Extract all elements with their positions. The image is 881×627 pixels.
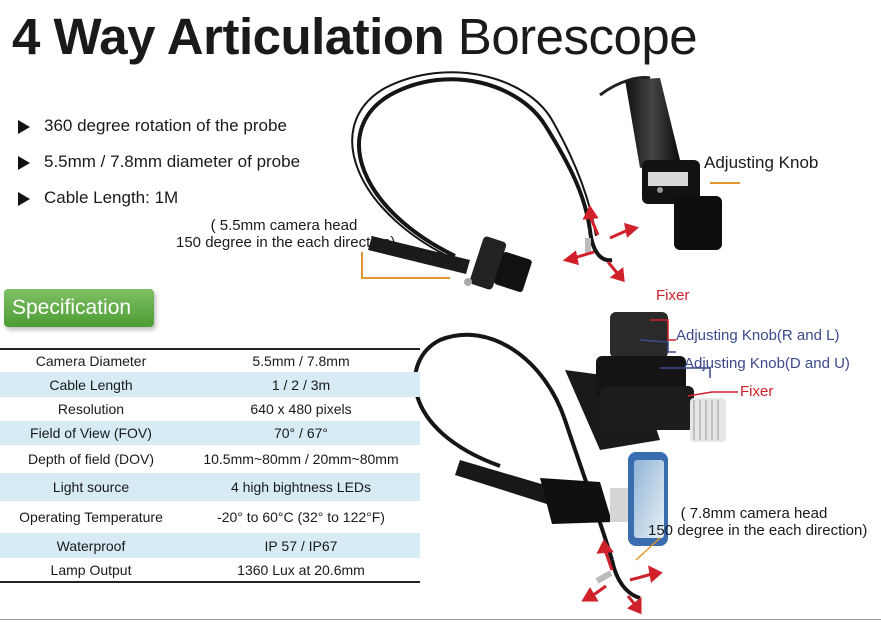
table-row: Depth of field (DOV)10.5mm~80mm / 20mm~8… — [27, 451, 399, 467]
caption-7-8mm: ( 7.8mm camera head 150 degree in the ea… — [648, 505, 868, 539]
bottom-handle — [455, 452, 668, 546]
table-row: Field of View (FOV)70° / 67° — [0, 421, 420, 445]
bottom-cable — [413, 332, 614, 561]
caption-5-5mm: ( 5.5mm camera head 150 degree in the ea… — [176, 217, 396, 251]
label-fixer-top: Fixer — [656, 287, 690, 304]
bottom-tip — [595, 559, 641, 600]
specification-heading: Specification — [4, 289, 154, 327]
table-row: Operating Temperature-20° to 60°C (32° t… — [19, 509, 385, 525]
title-light: Borescope — [457, 8, 698, 65]
page-title: 4 Way Articulation Borescope — [12, 6, 698, 68]
bullet-arrow-icon — [18, 120, 30, 134]
label-knob-rl: Adjusting Knob(R and L) — [676, 327, 840, 344]
bullet-arrow-icon — [18, 156, 30, 170]
handle-closeup-top — [599, 76, 722, 250]
articulation-arrows-bottom — [581, 539, 663, 615]
knob-closeup — [565, 312, 726, 450]
label-adjusting-knob: Adjusting Knob — [704, 153, 819, 172]
footer-divider — [0, 619, 881, 620]
label-fixer-bottom: Fixer — [740, 383, 774, 400]
knob-pointers — [639, 319, 738, 397]
label-knob-du: Adjusting Knob(D and U) — [684, 355, 850, 372]
leader-line — [635, 537, 661, 561]
top-handle — [368, 236, 532, 293]
title-bold: 4 Way Articulation — [12, 8, 445, 65]
articulation-arrows-top — [562, 205, 640, 283]
leader-line — [361, 252, 450, 279]
top-tip — [585, 229, 613, 263]
top-cable — [351, 71, 597, 263]
bullet-arrow-icon — [18, 192, 30, 206]
